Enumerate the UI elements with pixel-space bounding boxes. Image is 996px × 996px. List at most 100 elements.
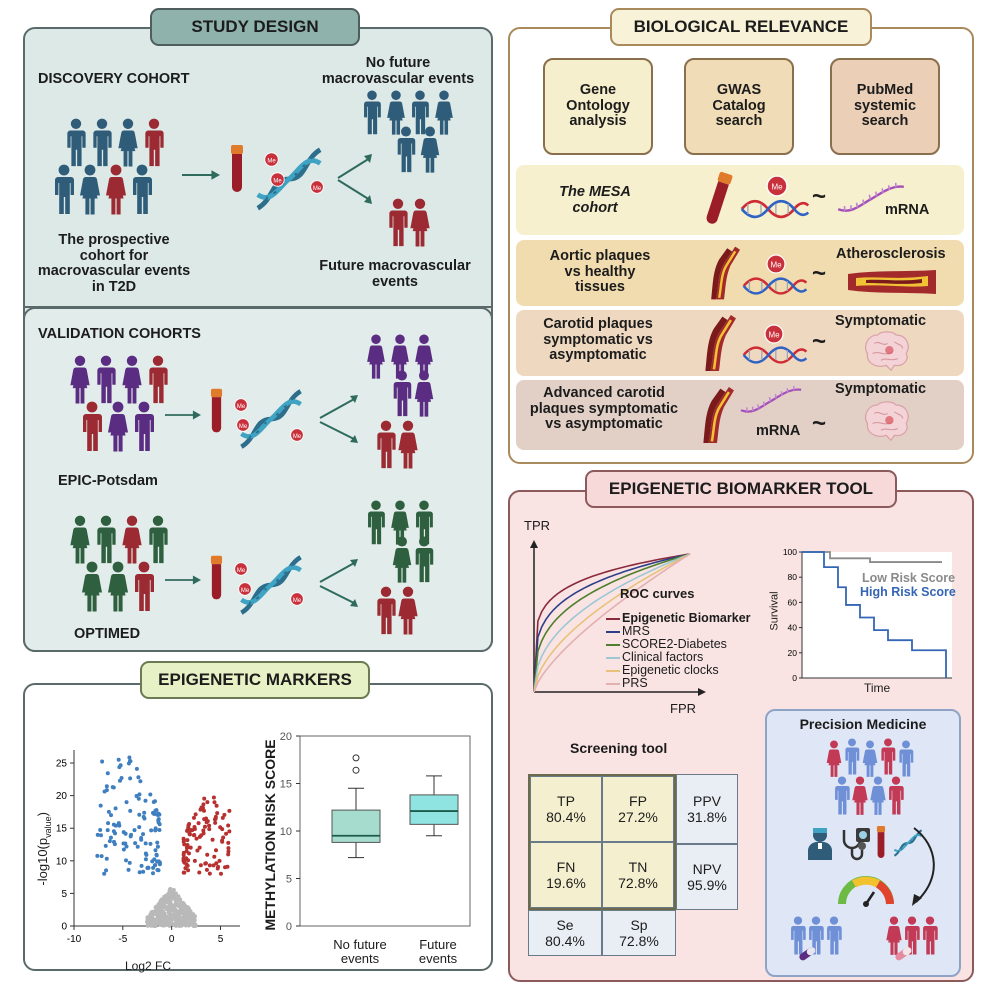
volcano-point [124, 858, 129, 863]
no-event-people-icon [364, 90, 453, 173]
me-text: Me [237, 404, 246, 410]
volcano-point [153, 848, 158, 853]
outlier-point [352, 754, 360, 762]
volcano-point [218, 871, 223, 876]
y-tick-label: 15 [56, 824, 68, 835]
volcano-point [134, 794, 139, 799]
volcano-point [212, 854, 217, 859]
volcano-point [181, 856, 186, 861]
screening-tool-title: Screening tool [570, 740, 668, 756]
volcano-point [175, 915, 180, 920]
volcano-point [174, 923, 179, 928]
y-tick-label: 0 [61, 922, 67, 933]
volcano-point [142, 810, 147, 815]
roc-legend-item: Clinical factors [606, 651, 703, 664]
volcano-point [213, 848, 218, 853]
me-text: Me [771, 183, 783, 192]
roc-curve [533, 553, 691, 693]
volcano-point [172, 895, 177, 900]
volcano-point [181, 859, 186, 864]
volcano-point [201, 802, 206, 807]
plot-frame [299, 735, 471, 927]
volcano-point [213, 820, 218, 825]
volcano-point [207, 823, 212, 828]
km-y-tick-label: 20 [788, 648, 798, 658]
volcano-point [220, 815, 225, 820]
volcano-point [129, 832, 134, 837]
volcano-point [141, 832, 146, 837]
legend-label: Epigenetic clocks [622, 663, 719, 677]
volcano-point [185, 828, 190, 833]
volcano-point [205, 819, 210, 824]
discovery-people-icon [55, 118, 164, 215]
volcano-point [192, 858, 197, 863]
tilde-symbol: ~ [812, 260, 827, 287]
legend-label: PRS [622, 676, 648, 690]
volcano-point [124, 844, 129, 849]
roc-curve [533, 553, 691, 693]
volcano-point [151, 871, 156, 876]
optimed-people-icon [70, 515, 168, 612]
optimed-no-event-people-icon [368, 500, 434, 583]
volcano-point [173, 912, 178, 917]
me-text: Me [273, 179, 282, 185]
me-text: Me [770, 261, 782, 270]
volcano-point [227, 829, 232, 834]
volcano-point [226, 840, 231, 845]
volcano-point [143, 841, 148, 846]
volcano-point [202, 817, 207, 822]
dna-helix-icon [742, 346, 808, 364]
volcano-point [155, 844, 160, 849]
arrow-icon [182, 170, 220, 180]
stethoscope-icon [842, 828, 870, 861]
roc-chart [530, 540, 706, 696]
blood-tube-icon [876, 826, 886, 858]
volcano-point [202, 824, 207, 829]
volcano-point [106, 821, 111, 826]
methyl-mark-icon: Me [766, 254, 786, 274]
volcano-point [198, 807, 203, 812]
methyl-mark-icon: Me Me Me [234, 398, 304, 442]
km-plot-bg [802, 552, 952, 678]
plaque-artery-icon [848, 270, 936, 294]
volcano-point [202, 796, 207, 801]
volcano-point [213, 814, 218, 819]
volcano-point [95, 832, 100, 837]
volcano-point [113, 806, 118, 811]
precision-medicine-title: Precision Medicine [799, 716, 927, 732]
me-text: Me [313, 186, 322, 192]
volcano-point [128, 808, 133, 813]
me-text: Me [293, 434, 302, 440]
volcano-point [220, 839, 225, 844]
roc-legend-item: Epigenetic Biomarker [606, 612, 751, 625]
volcano-point [182, 909, 187, 914]
volcano-point [104, 784, 109, 789]
volcano-point [221, 835, 226, 840]
volcano-point [121, 841, 126, 846]
volcano-point [154, 808, 159, 813]
volcano-point [157, 920, 162, 925]
me-text: Me [241, 588, 250, 594]
epic-event-people-icon [377, 420, 418, 469]
volcano-point [127, 755, 132, 760]
volcano-point [117, 765, 122, 770]
volcano-point [151, 923, 156, 928]
km-y-tick-label: 40 [788, 623, 798, 633]
volcano-xlabel: Log2 FC [125, 959, 172, 973]
high-risk-group-icon [886, 916, 938, 961]
methyl-mark-icon: Me Me Me [264, 152, 324, 194]
advanced-mrna-label: mRNA [756, 423, 801, 439]
volcano-point [195, 848, 200, 853]
volcano-point [138, 779, 143, 784]
km-y-tick-label: 100 [783, 547, 797, 557]
volcano-point [111, 822, 116, 827]
tilde-symbol: ~ [812, 410, 827, 437]
me-text: Me [267, 159, 276, 165]
volcano-point [157, 828, 162, 833]
volcano-point [126, 761, 131, 766]
